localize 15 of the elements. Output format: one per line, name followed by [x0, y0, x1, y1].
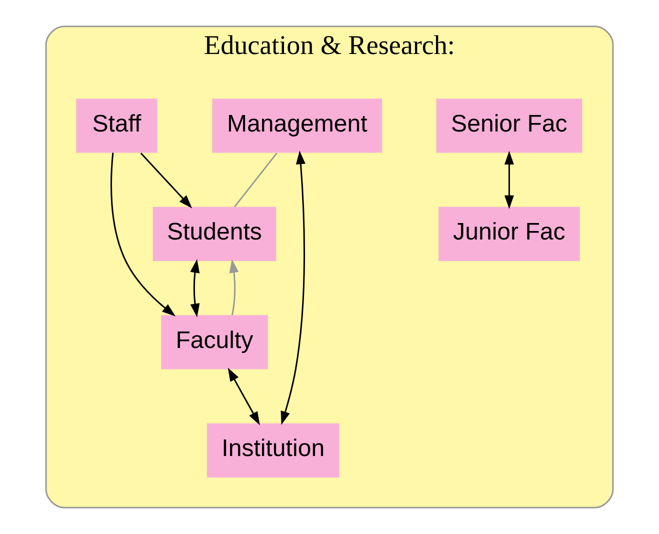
arrow [229, 259, 239, 316]
arrow [280, 150, 306, 425]
node-box: Institution [206, 423, 340, 478]
node-box: Junior Fac [438, 206, 580, 261]
connector [234, 152, 278, 208]
node-box: Staff [76, 98, 158, 153]
arrow [228, 368, 260, 426]
node-box: Senior Fac [436, 98, 582, 153]
arrow [140, 152, 192, 208]
node-box: Students [152, 206, 276, 261]
arrow [190, 259, 200, 318]
node-box: Management [212, 98, 382, 153]
arrow [504, 150, 514, 209]
arrow [110, 152, 176, 316]
node-box: Faculty [161, 315, 268, 370]
